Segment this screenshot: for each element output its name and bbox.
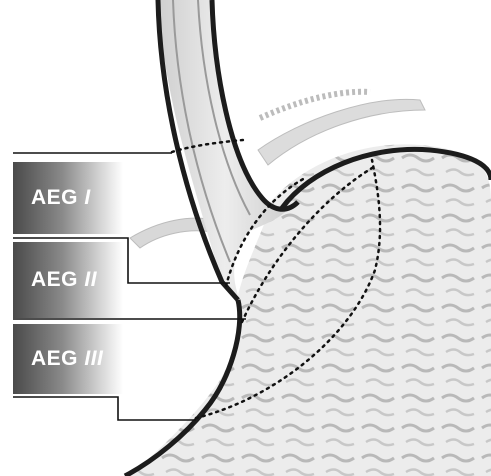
label-roman: I <box>84 186 90 209</box>
label-roman: II <box>84 268 97 291</box>
label-aeg-ii: AEG II <box>13 242 123 318</box>
label-prefix: AEG <box>31 347 78 370</box>
stomach <box>125 144 491 476</box>
label-prefix: AEG <box>31 186 78 209</box>
leader-line-bottom <box>13 397 196 420</box>
label-aeg-iii-text: AEG III <box>31 347 103 371</box>
label-aeg-i: AEG I <box>13 162 123 234</box>
label-aeg-ii-text: AEG II <box>31 268 97 292</box>
label-roman: III <box>84 347 103 370</box>
label-aeg-i-text: AEG I <box>31 186 91 210</box>
label-prefix: AEG <box>31 268 78 291</box>
label-aeg-iii: AEG III <box>13 324 123 394</box>
